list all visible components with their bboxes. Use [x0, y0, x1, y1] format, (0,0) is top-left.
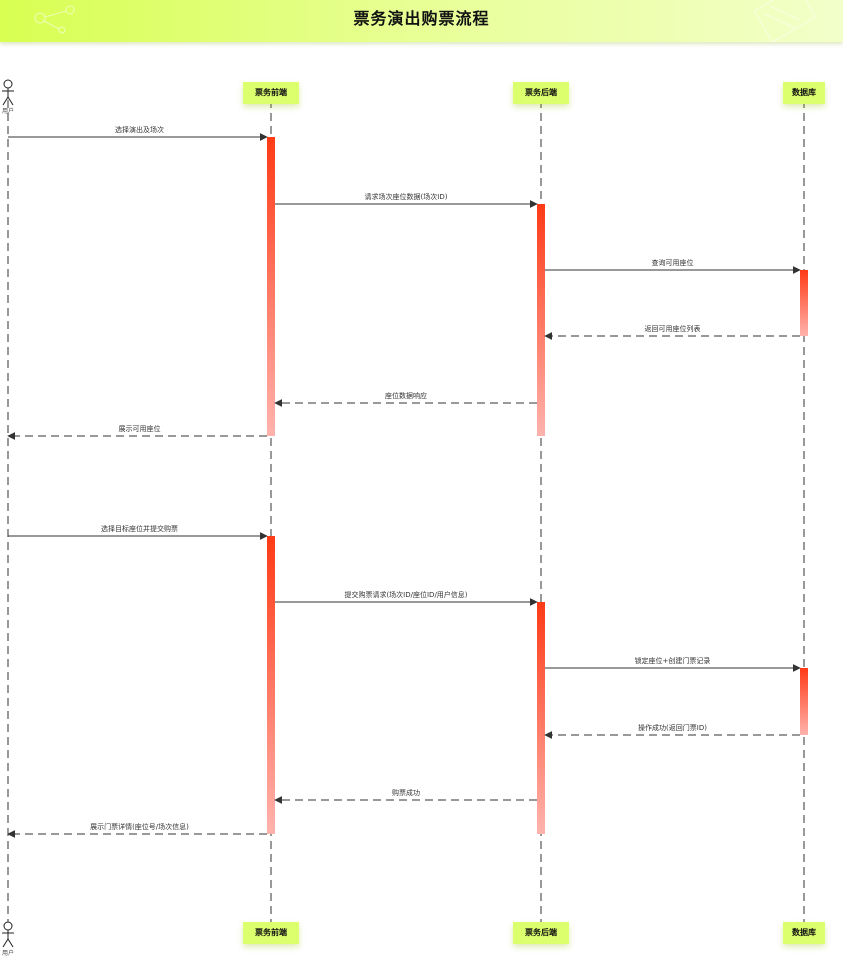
activation-bar [800, 270, 808, 336]
activation-bar [267, 137, 275, 436]
message-label: 展示可用座位 [119, 424, 161, 433]
activation-bar [537, 204, 545, 436]
actor-label-user: 用户 [2, 108, 15, 115]
header-decoration [34, 0, 817, 42]
message-label: 座位数据响应 [385, 391, 427, 400]
activation-bar [800, 668, 808, 735]
message-label: 展示门票详情(座位号/场次信息) [90, 822, 189, 831]
message-label: 查询可用座位 [652, 258, 694, 267]
page-title: 票务演出购票流程 [353, 9, 490, 28]
message-label: 返回可用座位列表 [645, 324, 701, 333]
participant-frontend-bottom: 票务前端 [243, 922, 299, 944]
participant-db-bottom: 数据库 [783, 922, 825, 944]
message-label: 操作成功(返回门票ID) [638, 723, 707, 732]
message-label: 选择目标座位并提交购票 [101, 524, 178, 533]
actor-label-user: 用户 [2, 950, 15, 957]
message-label: 提交购票请求(场次ID/座位ID/用户信息) [344, 590, 467, 599]
message-label: 购票成功 [392, 788, 420, 797]
actor-icon [2, 921, 14, 948]
message-label: 请求场次座位数据(场次ID) [365, 192, 448, 201]
title-bar: 票务演出购票流程 [0, 0, 843, 42]
participant-frontend-top: 票务前端 [243, 82, 299, 104]
activation-bar [267, 536, 275, 834]
message-label: 选择演出及场次 [115, 125, 164, 134]
participant-backend-bottom: 票务后端 [513, 922, 569, 944]
actor-icon [2, 79, 14, 106]
participant-db-top: 数据库 [783, 82, 825, 104]
activation-bar [537, 602, 545, 834]
participant-backend-top: 票务后端 [513, 82, 569, 104]
message-label: 锁定座位+创建门票记录 [635, 656, 711, 665]
